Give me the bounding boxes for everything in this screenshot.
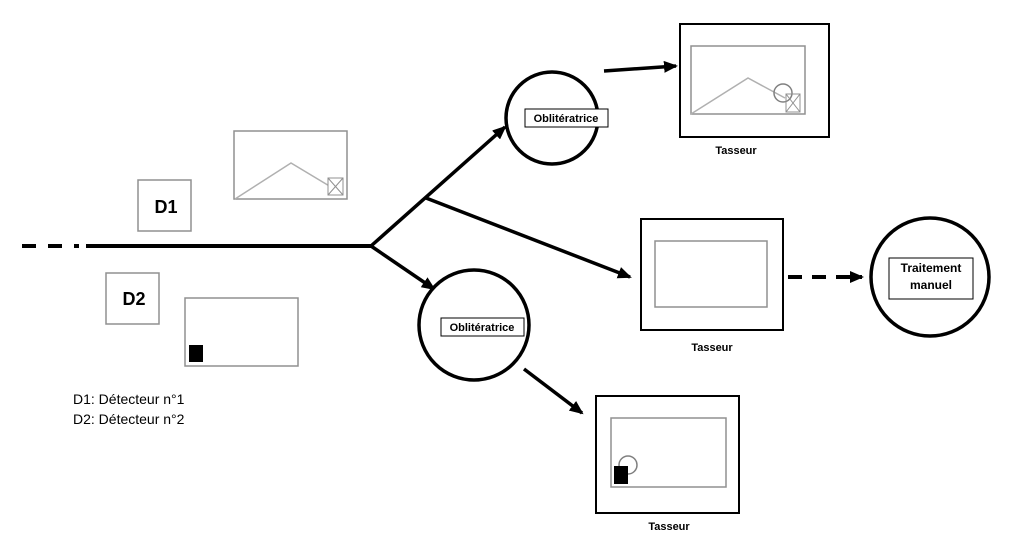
obliteratrice-bottom-label-box [440,317,525,337]
arrow-to-tasseur-top [603,60,678,73]
tasseur-bottom: Tasseur [595,395,740,533]
detector-d2-label: D2 [122,289,145,309]
envelope-flap [690,77,786,115]
obliteratrice-top: Oblitératrice [504,70,609,166]
detector-d2: D2 [105,272,160,325]
stamp-black-icon [189,345,203,362]
arrow-to-tasseur-middle [425,196,632,279]
stamp-black-icon [614,466,628,484]
envelope-outline [184,297,299,367]
traitement-manuel-label-box [888,257,974,300]
obliteratrice-bottom: Oblitératrice [417,268,531,382]
obliteratrice-top-label: Oblitératrice [534,113,599,125]
obliteratrice-top-label-box [524,108,609,128]
legend-d1: D1: Détecteur n°1 [73,391,185,407]
traitement-manuel-label-line1: Traitement [901,261,962,275]
arrow-to-tasseur-bottom [522,367,584,415]
tasseur-middle-label: Tasseur [691,342,733,354]
tasseur-middle: Tasseur [640,218,784,354]
envelope-d2 [184,297,299,367]
envelope-outline [654,240,768,308]
stamp-crossed-icon [785,93,801,113]
legend-d2: D2: Détecteur n°2 [73,411,185,427]
obliteratrice-bottom-label: Oblitératrice [450,322,515,334]
envelope-flap [234,162,337,200]
detector-d2-box [105,272,160,325]
tasseur-bottom-label: Tasseur [648,521,690,533]
detector-d1-box [137,179,192,232]
arrow-to-obliteratrice-bottom [370,244,436,291]
detector-d1: D1 [137,179,192,232]
tasseur-top-label: Tasseur [715,145,757,157]
envelope-outline [610,417,727,488]
stamp-crossed-icon [327,177,344,196]
detector-d1-label: D1 [154,197,177,217]
tasseur-top: Tasseur [679,23,830,157]
envelope-d1 [233,130,348,200]
traitement-manuel-label-line2: manuel [910,278,952,292]
postmark-circle-icon [773,83,793,103]
arrow-to-obliteratrice-top [369,125,507,248]
traitement-manuel: Traitement manuel [869,216,991,338]
